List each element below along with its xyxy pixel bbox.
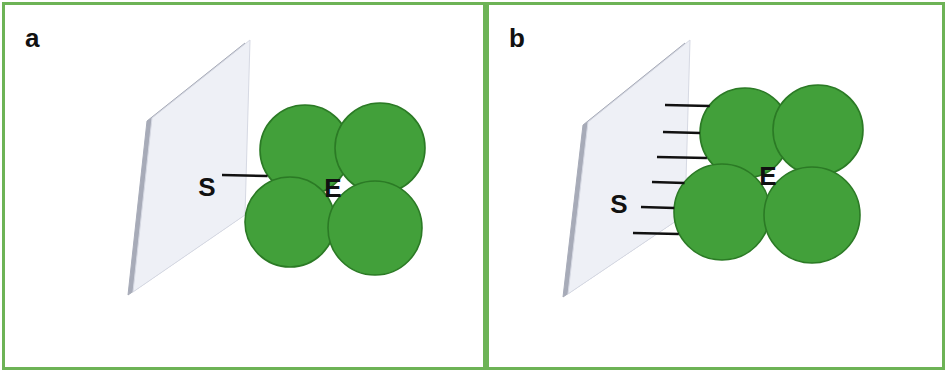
enzyme-subunit [335,103,425,193]
figure-panel: bS E [486,2,945,370]
substrate-label: S [198,174,215,200]
surface-sheet [566,38,692,296]
linker-line [663,132,700,133]
linker-line [222,175,268,176]
enzyme-subunit [773,85,863,175]
enzyme-label: E [759,163,776,189]
figure-panel: aS E [2,2,486,370]
linker-line [665,105,710,106]
panel-letter: b [509,25,525,51]
linker-line [652,182,685,183]
substrate-surface: S [566,38,692,296]
enzyme-subunit [245,177,335,267]
enzyme-complex: E [245,100,425,283]
enzyme-label: E [324,175,341,201]
enzyme-subunit [328,181,422,275]
linker-line [633,233,679,234]
substrate-label: S [610,191,627,217]
sheet-face [568,40,690,294]
panel-letter: a [25,25,39,51]
enzyme-subunit [764,167,860,263]
linker-line [641,207,674,208]
enzyme-complex: E [674,85,866,265]
enzyme-subunit [674,164,770,260]
surface-sheet [130,38,252,295]
substrate-surface: S [130,38,252,295]
sheet-face [133,40,250,292]
linker-line [657,157,707,158]
